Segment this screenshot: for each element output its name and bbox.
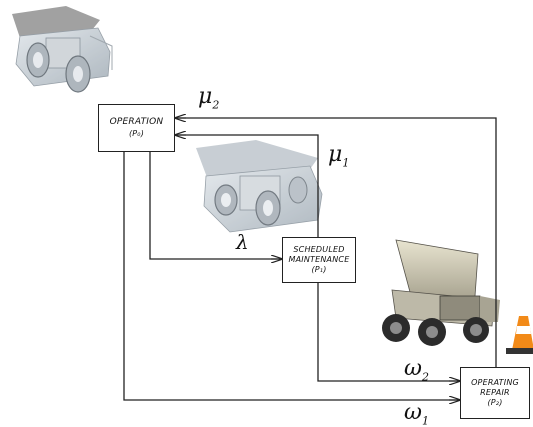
node-operation-label: OPERATION <box>109 117 164 127</box>
edge-lambda <box>149 152 282 259</box>
rate-omega1: ω1 <box>404 400 429 427</box>
rate-omega2-index: 2 <box>421 370 429 384</box>
edge-omega1 <box>123 152 460 400</box>
edge-mu2 <box>175 118 497 371</box>
rate-mu2-index: 2 <box>212 98 220 112</box>
traffic-cone <box>506 316 533 354</box>
rate-omega2-symbol: ω <box>404 356 422 381</box>
mining-truck-ghost-top <box>12 6 113 93</box>
rate-mu1: μ1 <box>328 142 349 169</box>
rate-mu2-symbol: μ <box>198 84 213 109</box>
node-operation-state: (P₀) <box>128 129 145 138</box>
edge-mu1 <box>175 135 319 237</box>
node-scheduled-state: (P₁) <box>311 265 327 274</box>
dump-truck-raised-bed <box>382 239 500 346</box>
node-operating-repair: OPERATING REPAIR (P₂) <box>460 367 530 419</box>
edge-omega2 <box>317 283 460 381</box>
node-scheduled-label-1: SCHEDULED <box>293 245 345 254</box>
node-scheduled-label-2: MAINTENANCE <box>288 255 350 264</box>
node-scheduled-maintenance: SCHEDULED MAINTENANCE (P₁) <box>282 237 356 283</box>
rate-lambda: λ <box>236 230 249 254</box>
rate-mu1-symbol: μ <box>328 142 343 167</box>
rate-lambda-symbol: λ <box>236 230 249 254</box>
rate-mu2: μ2 <box>198 84 219 111</box>
node-repair-label-1: OPERATING <box>471 378 519 387</box>
node-repair-label-2: REPAIR <box>480 388 510 397</box>
node-repair-state: (P₂) <box>487 398 503 407</box>
mining-truck-ghost-middle <box>196 140 323 233</box>
rate-mu1-index: 1 <box>342 156 350 170</box>
rate-omega1-index: 1 <box>421 414 429 427</box>
rate-omega1-symbol: ω <box>404 400 422 425</box>
node-operation: OPERATION (P₀) <box>98 104 175 152</box>
rate-omega2: ω2 <box>404 356 429 383</box>
